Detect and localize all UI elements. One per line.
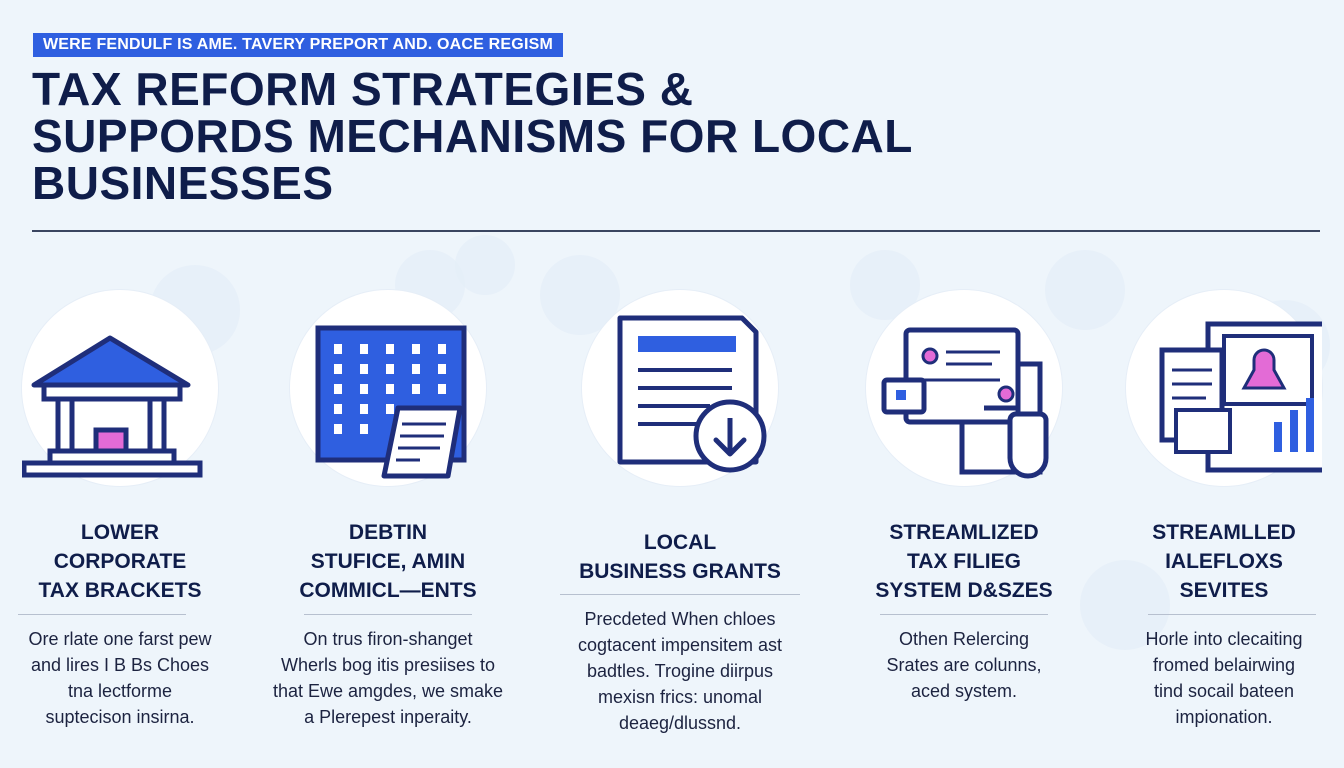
feature-divider — [880, 614, 1048, 615]
feature-description-line: Othen Relercing — [898, 629, 1030, 649]
header-divider — [32, 230, 1320, 232]
feature-description-line: suptecison insirna. — [45, 707, 195, 727]
feature-description-line: Wherls bog itis presiises to — [280, 655, 496, 675]
feature-title: LOCAL BUSINESS GRANTS — [560, 528, 800, 586]
feature-divider — [1148, 614, 1316, 615]
feature-title-line: TAX BRACKETS — [38, 579, 202, 602]
feature-description-line: tna lectforme — [67, 681, 173, 701]
title-line-2: SUPPORDS MECHANISMS FOR LOCAL — [32, 110, 913, 162]
feature-description-line: a Plerepest inperaity. — [304, 707, 472, 727]
feature-description-line: impionation. — [1175, 707, 1273, 727]
feature-title-line: COMMICL—ENTS — [299, 579, 477, 602]
feature-title: STREAMLLED IALEFLOXS SEVITES — [1104, 518, 1344, 605]
feature-description: On trus firon-shanget Wherls bog itis pr… — [268, 626, 508, 730]
feature-title: LOWER CORPORATE TAX BRACKETS — [0, 518, 240, 605]
feature-title-line: BUSINESS GRANTS — [579, 560, 781, 583]
tax-table-document-icon — [315, 325, 467, 479]
feature-divider — [304, 614, 472, 615]
feature-description-line: cogtacent impensitem ast — [577, 635, 783, 655]
feature-title-line: DEBTIN — [348, 521, 428, 544]
page-title: TAX REFORM STRATEGIES & SUPPORDS MECHANI… — [32, 66, 1132, 207]
filing-system-icon — [881, 327, 1049, 479]
title-line-3: BUSINESSES — [32, 157, 334, 209]
feature-title-line: LOWER — [80, 521, 160, 544]
feature-description-line: that Ewe amgdes, we smake — [272, 681, 504, 701]
bank-building-icon — [22, 335, 203, 478]
feature-description-line: Srates are colunns, — [886, 655, 1042, 675]
feature-title-line: CORPORATE — [53, 550, 187, 573]
feature-description-line: deaeg/dlussnd. — [618, 713, 742, 733]
feature-title-line: LOCAL — [643, 531, 717, 554]
feature-title-line: SYSTEM D&SZES — [875, 579, 1053, 602]
feature-divider — [18, 614, 186, 615]
feature-title-line: STUFICE, AMIN — [310, 550, 466, 573]
feature-title-line: IALEFLOXS — [1165, 550, 1283, 573]
feature-divider — [560, 594, 800, 595]
feature-description-line: mexisn frics: unomal — [597, 687, 763, 707]
feature-description-line: tind socail bateen — [1153, 681, 1295, 701]
feature-description-line: Horle into clecaiting — [1145, 629, 1303, 649]
feature-title-line: STREAMLIZED — [889, 521, 1039, 544]
feature-description-line: On trus firon-shanget — [303, 629, 473, 649]
header-banner: WERE FENDULF IS AME. TAVERY PREPORT AND.… — [33, 33, 563, 57]
feature-description: Othen Relercing Srates are colunns, aced… — [844, 626, 1084, 704]
feature-title: DEBTIN STUFICE, AMIN COMMICL—ENTS — [268, 518, 508, 605]
feature-description-line: fromed belairwing — [1152, 655, 1296, 675]
feature-description-line: Precdeted When chloes — [584, 609, 776, 629]
title-line-1: TAX REFORM STRATEGIES & — [32, 63, 694, 115]
feature-title-line: TAX FILIEG — [907, 550, 1021, 573]
feature-description: Horle into clecaiting fromed belairwing … — [1104, 626, 1344, 730]
feature-description-line: Ore rlate one farst pew — [28, 629, 212, 649]
feature-title-line: STREAMLLED — [1152, 521, 1296, 544]
feature-title: STREAMLIZED TAX FILIEG SYSTEM D&SZES — [844, 518, 1084, 605]
feature-description: Precdeted When chloes cogtacent impensit… — [560, 606, 800, 736]
feature-description-line: and lires I B Bs Choes — [30, 655, 210, 675]
feature-description: Ore rlate one farst pew and lires I B Bs… — [0, 626, 240, 730]
feature-description-line: aced system. — [910, 681, 1018, 701]
document-download-icon — [617, 315, 767, 473]
dashboard-chart-icon — [1159, 321, 1322, 473]
feature-title-line: SEVITES — [1179, 579, 1269, 602]
feature-description-line: badtles. Trogine diirpus — [586, 661, 774, 681]
